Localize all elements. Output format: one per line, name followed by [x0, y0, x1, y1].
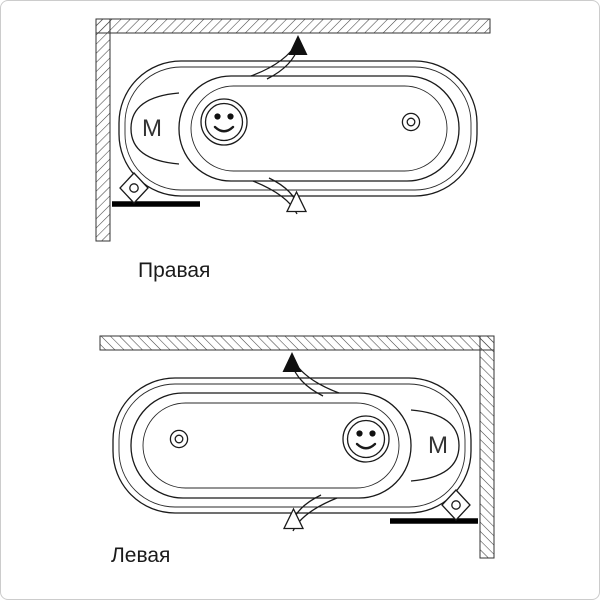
right-version-caption: Правая	[138, 259, 210, 282]
left-version-caption: Левая	[111, 544, 170, 567]
right-headrest-label: M	[142, 115, 162, 142]
left-headrest-label: M	[428, 432, 448, 459]
